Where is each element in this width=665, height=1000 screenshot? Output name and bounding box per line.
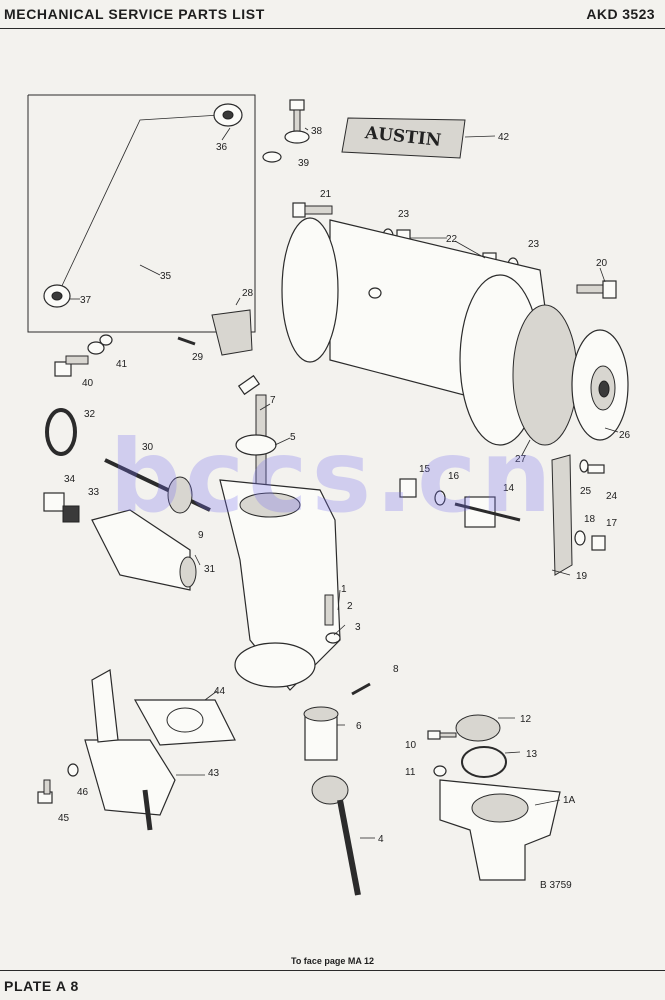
callout-43: 43: [208, 768, 220, 779]
callout-9: 9: [198, 530, 204, 541]
callout-12: 12: [520, 714, 532, 725]
pin-8: [351, 682, 371, 696]
callout-labels: 1 1A 2 3 4 5 6 7 8 9 10 11 12 13 14 15 1…: [58, 126, 631, 891]
callout-1: 1: [341, 584, 347, 595]
callout-31: 31: [204, 564, 216, 575]
stud-and-washer: [262, 99, 310, 163]
bolt-45-washer-46: [37, 763, 79, 804]
callout-26: 26: [619, 430, 631, 441]
callout-40: 40: [82, 378, 94, 389]
gear-28-pin-29: [177, 309, 253, 356]
shaft-7-cap-5: [235, 374, 277, 506]
gasket-44: [133, 699, 236, 746]
callout-20: 20: [596, 258, 608, 269]
seal-ring-32: [45, 408, 77, 456]
callout-38: 38: [311, 126, 323, 137]
callout-44: 44: [214, 686, 226, 697]
bushes-33-34: [43, 492, 80, 523]
callout-17: 17: [606, 518, 618, 529]
bolt-21: [292, 202, 333, 218]
cap-12-ring-13: [455, 714, 507, 778]
document-title: MECHANICAL SERVICE PARTS LIST: [4, 6, 265, 22]
callout-41: 41: [116, 359, 128, 370]
callout-23b: 23: [528, 239, 540, 250]
callout-16: 16: [448, 471, 460, 482]
callout-27: 27: [515, 454, 527, 465]
callout-25: 25: [580, 486, 592, 497]
leader-lines: [70, 127, 619, 839]
austin-nameplate: AUSTIN: [341, 117, 466, 159]
callout-45: 45: [58, 813, 70, 824]
callout-46: 46: [77, 787, 89, 798]
callout-21: 21: [320, 189, 332, 200]
footer-rule: [0, 970, 665, 971]
callout-19: 19: [576, 571, 588, 582]
callout-22: 22: [446, 234, 458, 245]
inset-box: [27, 94, 256, 333]
callout-33: 33: [88, 487, 100, 498]
callout-24: 24: [606, 491, 618, 502]
callout-30: 30: [142, 442, 154, 453]
callout-4: 4: [378, 834, 384, 845]
callout-10: 10: [405, 740, 417, 751]
callout-32: 32: [84, 409, 96, 420]
callout-8: 8: [393, 664, 399, 675]
callout-7: 7: [270, 395, 276, 406]
callout-37: 37: [80, 295, 92, 306]
bracket-19: [551, 454, 606, 576]
parts-14-15-16: [399, 478, 521, 528]
callout-36: 36: [216, 142, 228, 153]
callout-29: 29: [192, 352, 204, 363]
header-rule: [0, 28, 665, 29]
callout-1A: 1A: [563, 795, 576, 806]
footer-note: To face page MA 12: [290, 956, 375, 966]
watermark: bccs.cn: [109, 418, 556, 535]
callout-42: 42: [498, 132, 510, 143]
callout-5: 5: [290, 432, 296, 443]
pump-43: [84, 669, 176, 831]
gear-shaft-4: [311, 775, 361, 896]
housing-31: [91, 509, 197, 591]
callout-2: 2: [347, 601, 353, 612]
callout-28: 28: [242, 288, 254, 299]
bolt-20: [576, 280, 617, 299]
control-rod-assembly: [43, 103, 243, 308]
callout-35: 35: [160, 271, 172, 282]
pump-body-1: [219, 479, 341, 691]
callout-23a: 23: [398, 209, 410, 220]
callout-11: 11: [405, 767, 416, 778]
screw-10-washer-11: [427, 730, 457, 777]
cover-1A: [439, 779, 561, 881]
drawing-reference: B 3759: [540, 880, 572, 891]
callout-3: 3: [355, 622, 361, 633]
bush-6: [303, 706, 339, 761]
callout-39: 39: [298, 158, 310, 169]
callout-15: 15: [419, 464, 431, 475]
bolt-40-washers-41: [54, 334, 113, 377]
spindle-30: [104, 458, 211, 514]
callout-13: 13: [526, 749, 538, 760]
document-code: AKD 3523: [586, 6, 655, 22]
callout-14: 14: [503, 483, 515, 494]
callout-18: 18: [584, 514, 596, 525]
callout-34: 34: [64, 474, 76, 485]
callout-6: 6: [356, 721, 362, 732]
plate-number: PLATE A 8: [4, 978, 79, 994]
fan-and-pulley: [512, 304, 629, 446]
